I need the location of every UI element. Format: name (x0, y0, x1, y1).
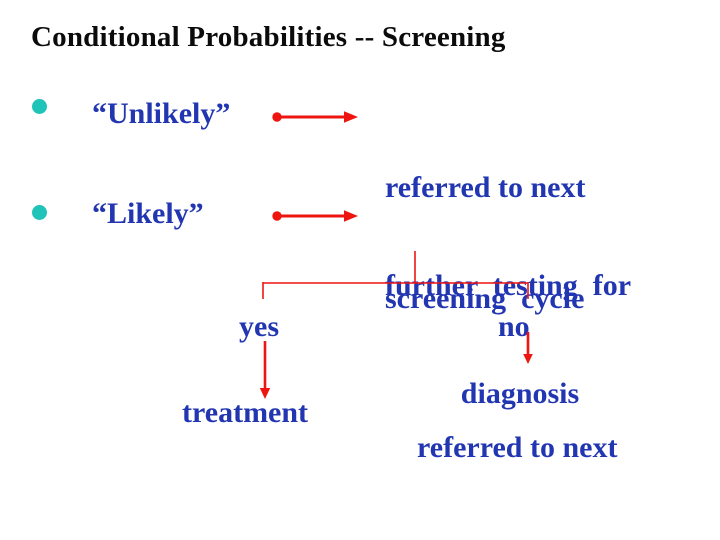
result-line: diagnosis (460, 377, 580, 410)
tree-outcome-treatment: treatment (182, 396, 309, 429)
outcome-line: screening cycle (417, 535, 617, 540)
down-arrow-yes-icon (259, 341, 271, 399)
bullet-icon (32, 99, 47, 114)
bullet-result-unlikely: referred to next screening cycle (385, 95, 585, 391)
result-line: further testing for (385, 269, 632, 302)
result-line: referred to next (385, 171, 586, 204)
tree-branch-yes-label: yes (239, 310, 279, 343)
tree-outcome-no: referred to next screening cycle (417, 360, 617, 540)
slide-title: Conditional Probabilities -- Screening (31, 21, 506, 53)
outcome-line: referred to next (417, 431, 618, 464)
bullet-label-likely: “Likely” (92, 197, 204, 230)
bullet-icon (32, 205, 47, 220)
right-arrow-icon (272, 111, 358, 123)
right-arrow-icon (272, 210, 358, 222)
bullet-label-unlikely: “Unlikely” (92, 97, 231, 130)
result-line: screening cycle (385, 282, 585, 315)
tree-branch-no-label: no (498, 310, 530, 343)
bullet-result-likely: further testing for diagnosis (385, 196, 655, 484)
